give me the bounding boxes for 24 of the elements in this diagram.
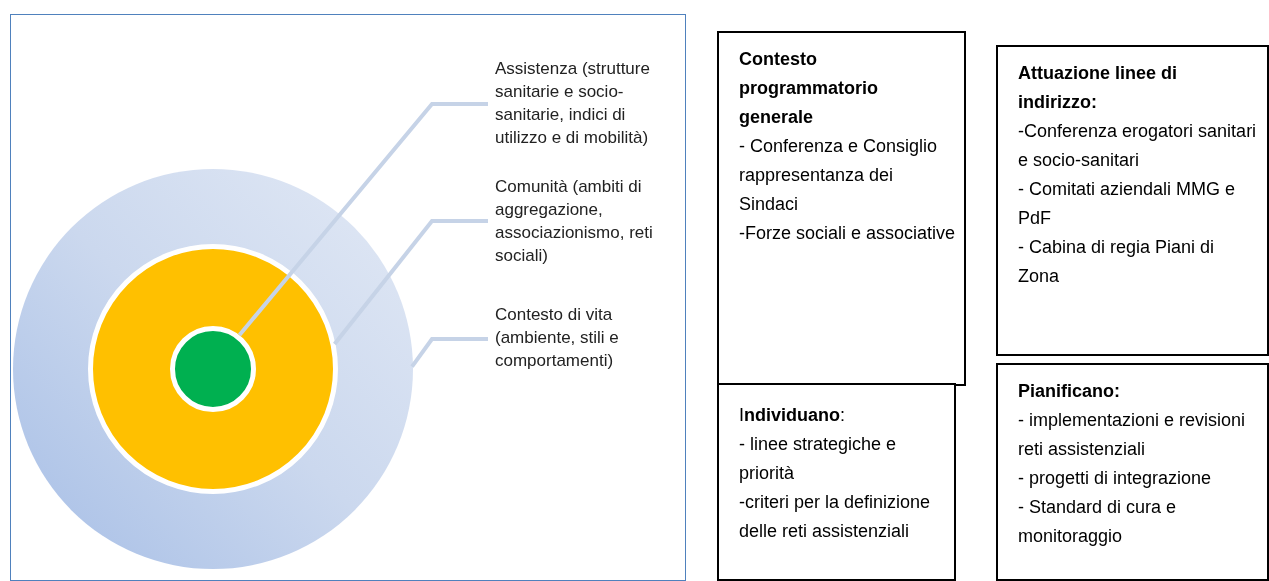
list-item: - Cabina di regia Piani di Zona [1018, 236, 1216, 288]
list-item: - implementazioni e revisioni reti assistenziali [1018, 409, 1247, 461]
text-box [717, 383, 956, 581]
box-heading: Individuano: [739, 404, 847, 427]
leader-line [409, 336, 488, 368]
leader-line [332, 218, 488, 345]
leader-line [237, 101, 488, 336]
list-item: - Conferenza e Consiglio rappresentanza dei Sindaci [739, 135, 939, 216]
box-heading: Contesto programmatorio generale [739, 48, 880, 129]
list-item: - Standard di cura e monitoraggio [1018, 496, 1178, 548]
list-item: - Comitati aziendali MMG e PdF [1018, 178, 1237, 230]
list-item: -Forze sociali e associative [739, 222, 956, 245]
box-heading: Pianificano: [1018, 380, 1121, 403]
list-item: -criteri per la definizione delle reti assistenziali [739, 491, 932, 543]
list-item: - progetti di integrazione [1018, 467, 1213, 490]
list-item: -Conferenza erogatori sanitari e socio-sanitari [1018, 120, 1258, 172]
ring-label: Assistenza (strutture sanitarie e socio-sanitarie, indici di utilizzo e di mobilità) [495, 57, 675, 149]
text-box [717, 31, 966, 386]
box-heading: Attuazione linee di indirizzo: [1018, 62, 1178, 114]
list-item: - linee strategiche e priorità [739, 433, 898, 485]
text-box [996, 363, 1269, 581]
ring-label: Comunità (ambiti di aggregazione, associazionismo, reti sociali) [495, 175, 675, 267]
ring-label: Contesto di vita (ambiente, stili e comportamenti) [495, 303, 675, 372]
text-box [996, 45, 1269, 356]
